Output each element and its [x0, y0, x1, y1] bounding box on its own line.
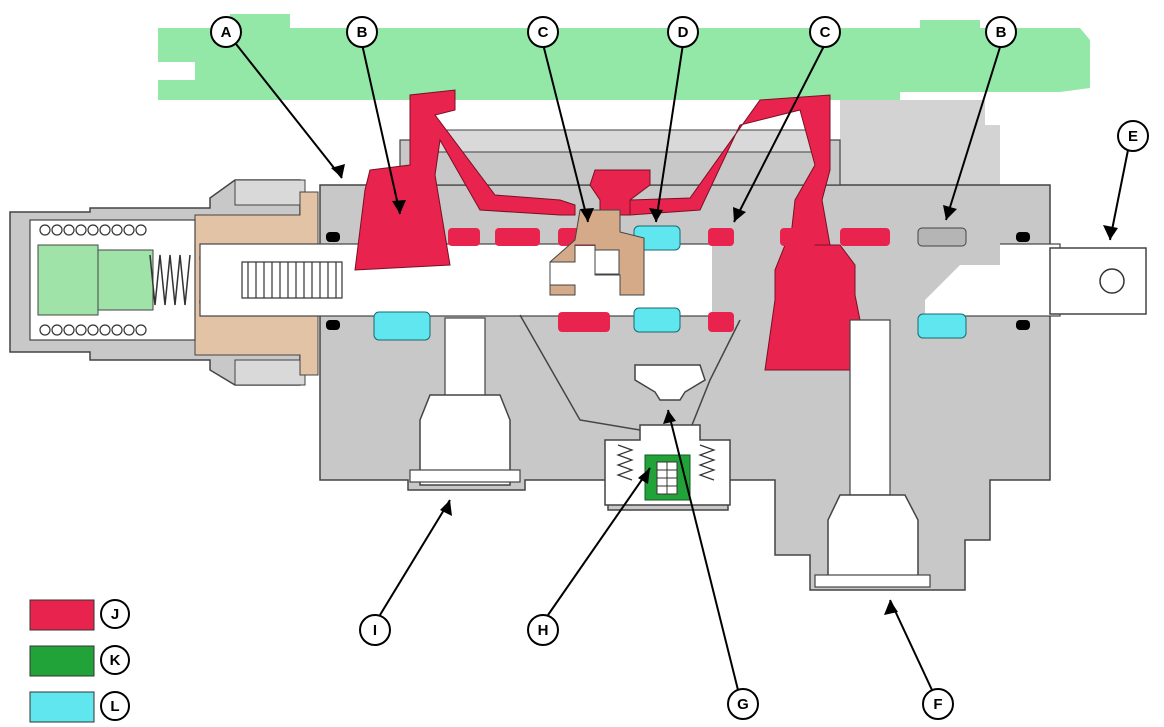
svg-text:C: C	[538, 24, 549, 41]
relief-cavity	[634, 364, 706, 401]
svg-text:G: G	[737, 696, 749, 713]
spool-land-8	[708, 312, 734, 332]
spool-eye	[1099, 268, 1125, 294]
svg-text:E: E	[1128, 128, 1138, 145]
spool-land-7	[558, 312, 610, 332]
centering-spring	[241, 261, 343, 299]
callout-b-left: B	[346, 16, 378, 48]
check-stem	[594, 249, 620, 275]
callout-h: H	[527, 614, 559, 646]
port-i-stem	[444, 317, 486, 399]
legend-label-j: J	[111, 606, 119, 623]
callout-c-right: C	[809, 16, 841, 48]
o-ring-left-top	[326, 232, 340, 242]
spring-coil-bottom	[39, 324, 147, 336]
port-f-stem	[849, 319, 891, 496]
legend-swatch-k	[29, 645, 95, 677]
legend-label-k: K	[110, 652, 121, 669]
svg-text:A: A	[221, 24, 232, 41]
svg-text:H: H	[538, 622, 549, 639]
o-ring-right-top	[1016, 232, 1030, 242]
callout-g: G	[727, 688, 759, 720]
legend-swatch-l	[29, 691, 95, 723]
o-ring-right-bottom	[1016, 320, 1030, 330]
port-i-plug	[409, 469, 521, 483]
spring-retainer	[97, 249, 154, 311]
callout-f: F	[922, 688, 954, 720]
detent-spring	[149, 254, 191, 306]
relief-spring-left	[616, 444, 634, 481]
spring-coil-top	[39, 224, 147, 236]
legend-label-l: L	[110, 698, 119, 715]
callout-c-left: C	[527, 16, 559, 48]
spool-land-1	[448, 228, 480, 246]
callout-e: E	[1117, 120, 1149, 152]
spring-seat	[37, 244, 99, 316]
cap-nut-lower	[234, 359, 306, 386]
pressure-top-channel	[589, 169, 651, 216]
leader-lines	[235, 43, 1129, 691]
upper-bore-inner	[429, 129, 831, 153]
pilot-chamber-right	[917, 313, 967, 339]
spool-land-gray-top	[917, 227, 967, 247]
svg-text:I: I	[373, 622, 377, 639]
o-ring-left-bottom	[326, 320, 340, 330]
legend: J K L	[29, 599, 130, 723]
callout-i: I	[359, 614, 391, 646]
pilot-chamber-left	[373, 311, 431, 341]
spool-land-5	[780, 228, 816, 246]
spool-land-6	[840, 228, 890, 246]
callout-b-right: B	[985, 16, 1017, 48]
svg-text:B: B	[357, 24, 368, 41]
legend-swatch-j	[29, 599, 95, 631]
spool-land-2	[495, 228, 540, 246]
pressure-passage-left	[354, 89, 576, 271]
svg-text:C: C	[820, 24, 831, 41]
linkage-plate	[158, 14, 1090, 100]
spool-end	[1049, 247, 1147, 315]
port-f-plug	[814, 574, 931, 588]
svg-text:B: B	[996, 24, 1007, 41]
callout-d: D	[667, 16, 699, 48]
port-f	[827, 494, 919, 586]
relief-spring-right	[698, 444, 716, 481]
relief-spring-coil	[656, 461, 678, 495]
port-i	[419, 394, 511, 486]
spool-land-4	[708, 228, 734, 246]
arrow-heads	[331, 164, 1118, 615]
upper-housing	[840, 100, 1000, 185]
cap-nut-upper	[234, 179, 306, 206]
callout-a: A	[210, 16, 242, 48]
lower-passage-center	[519, 314, 741, 431]
pilot-chamber-bottom	[633, 307, 681, 333]
svg-text:F: F	[933, 696, 942, 713]
svg-text:D: D	[678, 24, 689, 41]
